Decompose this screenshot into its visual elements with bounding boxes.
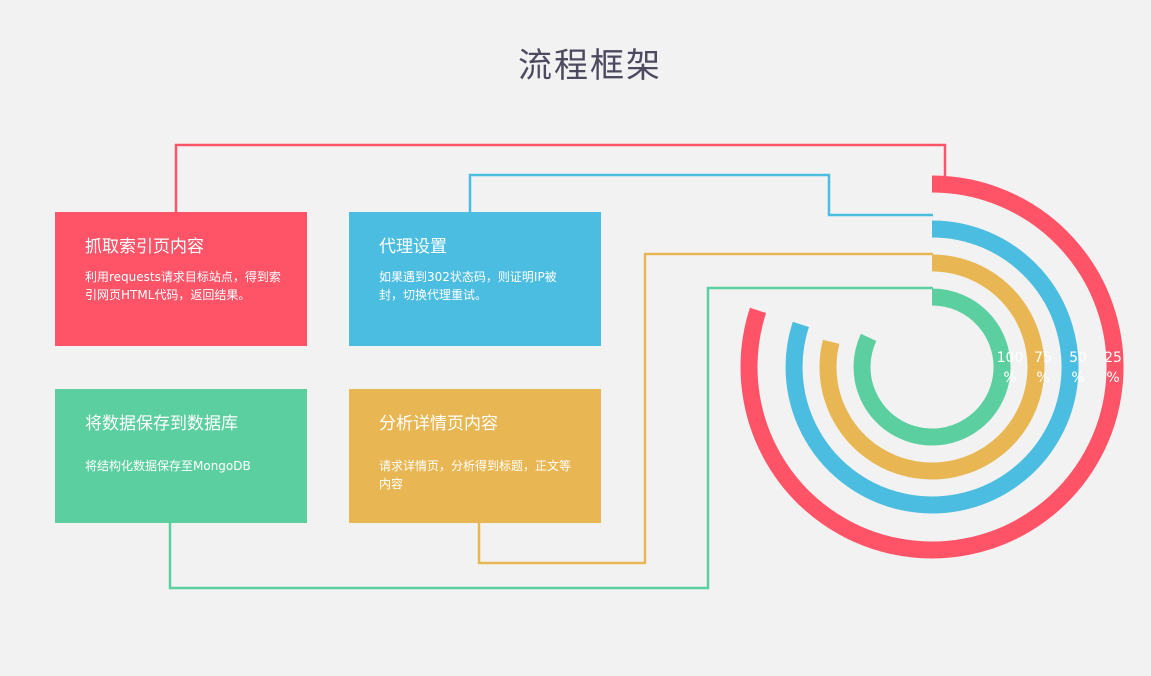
ring-label-50-unit: % xyxy=(1071,370,1084,386)
card-title: 抓取索引页内容 xyxy=(85,237,204,257)
ring-label-50-value: 50 xyxy=(1069,350,1087,366)
card-proxy-settings: 代理设置 如果遇到302状态码，则证明IP被封，切换代理重试。 xyxy=(349,212,601,346)
card-fetch-index-page: 抓取索引页内容 利用requests请求目标站点，得到索引网页HTML代码，返回… xyxy=(55,212,307,346)
card-parse-detail-page: 分析详情页内容 请求详情页，分析得到标题，正文等内容 xyxy=(349,389,601,523)
card-description: 如果遇到302状态码，则证明IP被封，切换代理重试。 xyxy=(379,270,557,302)
ring-arc-red xyxy=(740,175,1124,559)
card-description: 将结构化数据保存至MongoDB xyxy=(85,459,251,473)
ring-label-75-value: 75 xyxy=(1034,350,1052,366)
ring-label-25-value: 25 xyxy=(1104,350,1122,366)
card-description: 请求详情页，分析得到标题，正文等内容 xyxy=(379,459,572,491)
card-title: 代理设置 xyxy=(379,237,447,257)
connector-line-blue xyxy=(468,173,933,217)
ring-label-25-unit: % xyxy=(1106,370,1119,386)
card-title: 将数据保存到数据库 xyxy=(85,414,238,434)
page-title: 流程框架 xyxy=(518,46,662,86)
ring-arc-yellow xyxy=(819,254,1045,480)
ring-arc-blue xyxy=(785,220,1079,514)
ring-label-100-unit: % xyxy=(1003,370,1016,386)
connector-line-green xyxy=(168,286,933,590)
ring-label-75-unit: % xyxy=(1036,370,1049,386)
connector-line-yellow xyxy=(477,252,933,565)
ring-label-100-value: 100 xyxy=(997,350,1024,366)
connector-line-red xyxy=(174,143,947,212)
ring-arc-green xyxy=(853,288,1011,446)
card-title: 分析详情页内容 xyxy=(379,414,498,434)
card-save-to-database: 将数据保存到数据库 将结构化数据保存至MongoDB xyxy=(55,389,307,523)
card-description: 利用requests请求目标站点，得到索引网页HTML代码，返回结果。 xyxy=(85,270,281,302)
